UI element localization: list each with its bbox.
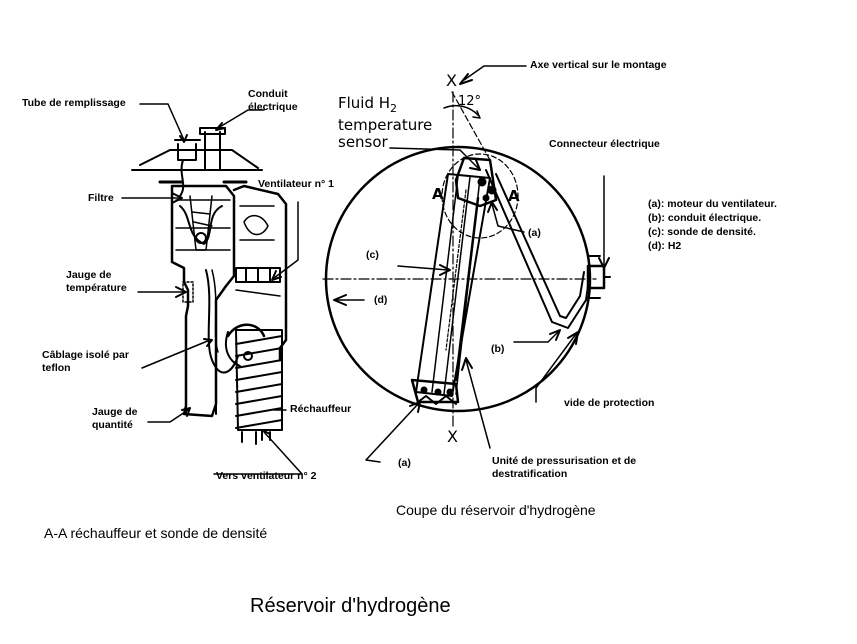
label-conduit-electrique: Conduit électrique (248, 88, 298, 114)
label-marker-c: (c) (366, 249, 379, 261)
label-jauge-temp-line2: température (66, 282, 127, 294)
label-unite-pressurisation: Unité de pressurisation et de destratifi… (492, 455, 636, 481)
label-axe-vertical: Axe vertical sur le montage (530, 59, 667, 71)
label-jauge-temp-line1: Jauge de (66, 269, 112, 281)
heater-probe-assembly (131, 127, 288, 445)
label-cablage-line2: teflon (42, 362, 71, 374)
label-fluid-h: Fluid H (338, 94, 391, 112)
legend-item-c: (c): sonde de densité. (648, 226, 756, 238)
label-cablage-line1: Câblage isolé par (42, 349, 129, 361)
label-jauge-qte-line2: quantité (92, 419, 133, 431)
label-vers-ventilateur-2: Vers ventilateur n° 2 (216, 470, 317, 482)
tank-section (322, 91, 611, 429)
caption-left: A-A réchauffeur et sonde de densité (44, 525, 268, 541)
main-title: Réservoir d'hydrogène (250, 595, 451, 617)
label-marker-d: (d) (374, 294, 388, 306)
legend-item-d: (d): H2 (648, 240, 682, 252)
label-marker-a-right: (a) (528, 227, 541, 239)
label-marker-a-bottom: (a) (398, 457, 411, 469)
label-section-a-left: A (432, 185, 444, 203)
label-connecteur-electrique: Connecteur électrique (549, 138, 660, 150)
label-fluid-line3: sensor (338, 133, 388, 151)
label-vide-protection: vide de protection (564, 397, 655, 409)
label-conduit-line1: Conduit (248, 88, 288, 100)
label-marker-b: (b) (491, 343, 505, 355)
label-filtre: Filtre (88, 192, 114, 204)
legend-item-a: (a): moteur du ventilateur. (648, 198, 777, 210)
label-fluid-sub: 2 (390, 102, 398, 115)
label-conduit-line2: électrique (248, 101, 298, 113)
right-leader-lines (333, 65, 579, 463)
label-fluid-line1: Fluid H2 (338, 95, 432, 117)
label-axis-x-top: X (446, 71, 457, 90)
label-fluid-line2: temperature (338, 116, 433, 134)
label-angle-12: 12° (458, 94, 482, 109)
label-unite-line2: destratification (492, 468, 568, 480)
label-axis-x-bottom: X (447, 427, 458, 446)
legend-item-b: (b): conduit électrique. (648, 212, 762, 224)
label-tube-remplissage: Tube de remplissage (22, 97, 126, 109)
label-ventilateur-1: Ventilateur n° 1 (258, 178, 334, 190)
legend: (a): moteur du ventilateur. (b): conduit… (648, 197, 777, 253)
label-section-a-right: A (508, 187, 520, 205)
label-fluid-h2-sensor: Fluid H2 temperature sensor (338, 95, 432, 151)
label-jauge-quantite: Jauge de quantité (92, 406, 138, 432)
left-leader-lines (121, 103, 303, 475)
label-unite-line1: Unité de pressurisation et de (492, 455, 637, 467)
label-jauge-qte-line1: Jauge de (92, 406, 138, 418)
label-jauge-temperature: Jauge de température (66, 269, 127, 295)
label-cablage-teflon: Câblage isolé par teflon (42, 349, 129, 375)
caption-right: Coupe du réservoir d'hydrogène (396, 502, 596, 518)
label-rechauffeur: Réchauffeur (290, 403, 352, 415)
